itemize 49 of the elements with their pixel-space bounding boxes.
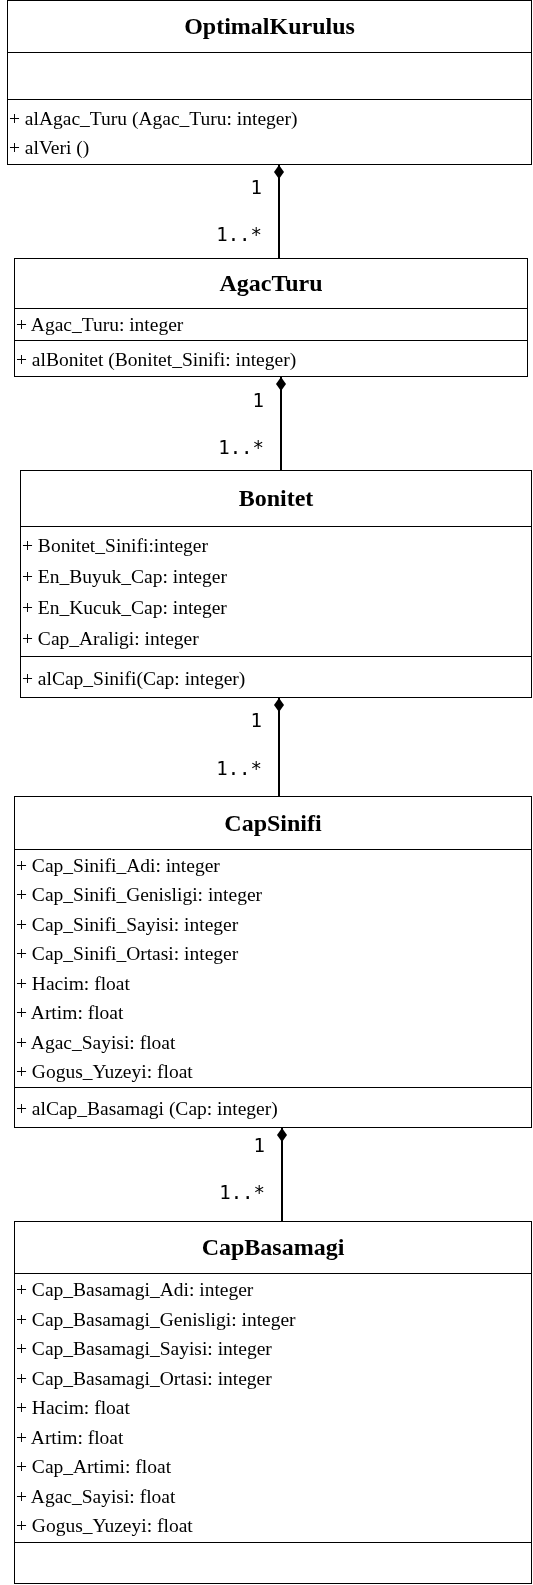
member-text: + alVeri (): [9, 136, 90, 160]
member-text: + Agac_Sayisi: float: [16, 1484, 176, 1509]
composition-line: [274, 697, 284, 797]
member-text: + Cap_Basamagi_Genisligi: integer: [16, 1307, 296, 1332]
member-text: + Cap_Sinifi_Ortasi: integer: [16, 942, 239, 966]
member-text: + Agac_Sayisi: float: [16, 1030, 176, 1055]
class-box: [14, 1221, 532, 1584]
member-text: + En_Buyuk_Cap: integer: [22, 564, 227, 589]
member-text: + Artim: float: [16, 1001, 124, 1025]
class-box: [14, 258, 528, 377]
class-name: AgacTuru: [218, 269, 324, 298]
class-box: [7, 0, 532, 165]
member-text: + Cap_Sinifi_Adi: integer: [16, 853, 220, 878]
multiplicity-label: 1: [253, 1134, 265, 1156]
class-name: OptimalKurulus: [183, 12, 356, 41]
member-text: + Gogus_Yuzeyi: float: [16, 1060, 193, 1084]
member-text: + Cap_Basamagi_Adi: integer: [16, 1278, 254, 1303]
composition-line: [277, 1127, 287, 1222]
member-text: + Hacim: float: [16, 1396, 130, 1421]
class-name: CapBasamagi: [200, 1233, 346, 1262]
member-text: + Cap_Araligi: integer: [22, 626, 199, 651]
multiplicity-label: 1..*: [219, 1181, 265, 1203]
member-text: + Cap_Basamagi_Ortasi: integer: [16, 1366, 272, 1391]
multiplicity-label: 1: [252, 389, 264, 411]
multiplicity-label: 1..*: [216, 757, 262, 779]
member-text: + Cap_Sinifi_Genisligi: integer: [16, 883, 263, 907]
multiplicity-label: 1: [250, 709, 262, 731]
class-box: [14, 796, 532, 1128]
class-box: [20, 470, 532, 698]
member-text: + Cap_Artimi: float: [16, 1455, 172, 1480]
member-text: + alCap_Basamagi (Cap: integer): [16, 1097, 278, 1121]
member-text: + alAgac_Turu (Agac_Turu: integer): [9, 107, 298, 131]
member-text: + alCap_Sinifi(Cap: integer): [22, 666, 246, 691]
member-text: + Hacim: float: [16, 971, 130, 996]
class-name: CapSinifi: [223, 808, 323, 838]
member-text: + Artim: float: [16, 1425, 124, 1450]
composition-line: [276, 376, 286, 471]
member-text: + Agac_Turu: integer: [16, 313, 184, 337]
member-text: + Gogus_Yuzeyi: float: [16, 1514, 193, 1539]
member-text: + Cap_Basamagi_Sayisi: integer: [16, 1337, 272, 1362]
member-text: + Bonitet_Sinifi:integer: [22, 533, 208, 558]
member-text: + En_Kucuk_Cap: integer: [22, 595, 227, 620]
multiplicity-label: 1..*: [218, 436, 264, 458]
member-text: + Cap_Sinifi_Sayisi: integer: [16, 912, 239, 937]
multiplicity-label: 1..*: [216, 223, 262, 245]
member-text: + alBonitet (Bonitet_Sinifi: integer): [16, 348, 297, 372]
composition-line: [274, 164, 284, 259]
multiplicity-label: 1: [250, 176, 262, 198]
class-name: Bonitet: [237, 484, 315, 513]
